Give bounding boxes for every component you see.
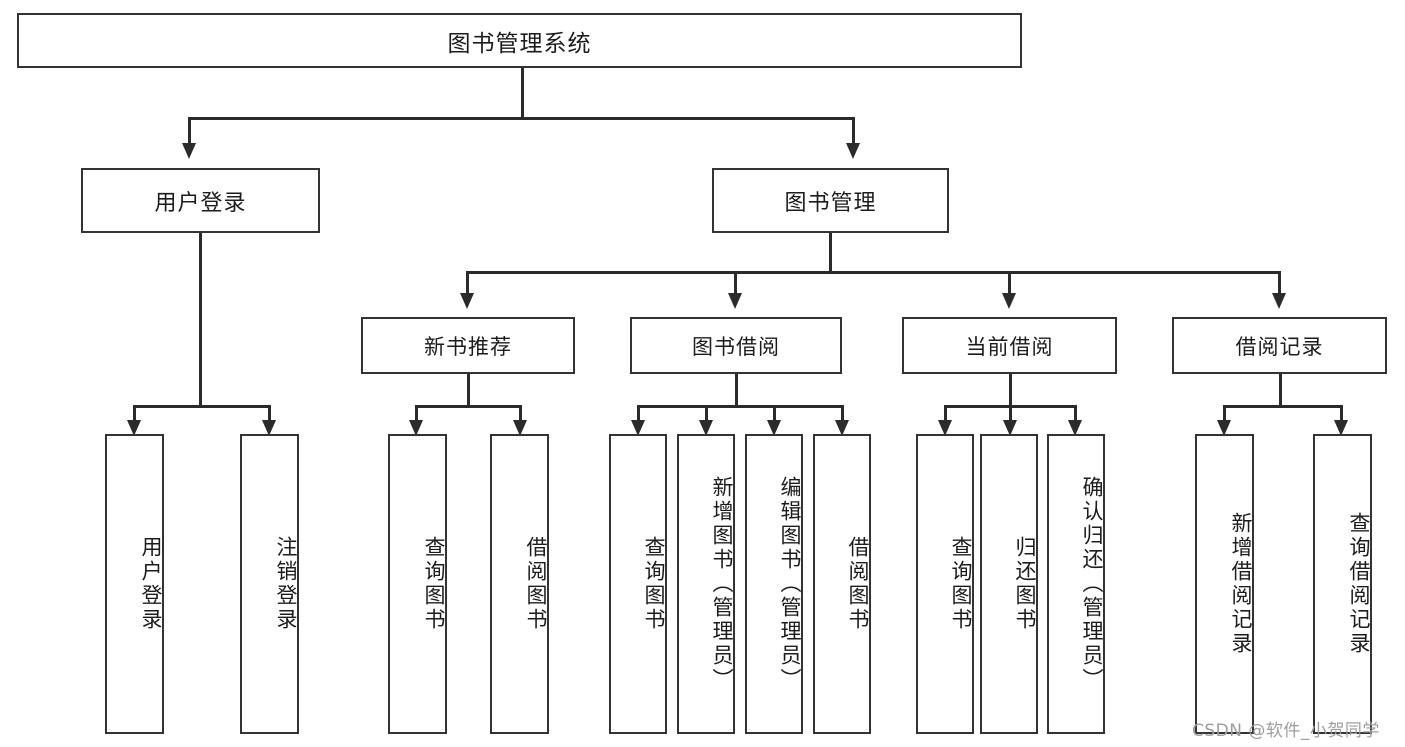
connector-level3-drop-2	[734, 271, 737, 296]
connector-borrow-drop-1	[637, 405, 640, 423]
leaf-query-book-current[interactable]: 查询图书	[916, 434, 974, 734]
node-root-system[interactable]: 图书管理系统	[17, 13, 1022, 68]
node-label: 借阅记录	[1235, 334, 1324, 359]
node-user-login[interactable]: 用户登录	[81, 168, 320, 233]
node-label: 新增借阅记录	[1229, 512, 1253, 656]
connector-borrow-drop-4	[841, 405, 844, 423]
connector-level3-drop-3	[1008, 271, 1011, 296]
node-label: 确认归还（管理员）	[1080, 476, 1104, 692]
arrow-to-leaf-add-record	[1217, 420, 1231, 436]
leaf-logout[interactable]: 注销登录	[240, 434, 299, 734]
connector-current-stem	[1009, 374, 1012, 408]
leaf-borrow-book[interactable]: 借阅图书	[813, 434, 871, 734]
connector-record-drop-2	[1340, 405, 1343, 423]
leaf-query-book-borrow[interactable]: 查询图书	[609, 434, 667, 734]
node-label: 图书借阅	[692, 334, 780, 359]
connector-user-login-drop-2	[268, 405, 271, 423]
connector-recommend-drop-1	[415, 405, 418, 423]
arrow-to-leaf-query-book-1	[409, 420, 423, 436]
connector-borrow-drop-3	[773, 405, 776, 423]
node-label: 借阅图书	[524, 536, 548, 632]
node-current-borrow[interactable]: 当前借阅	[902, 317, 1117, 374]
connector-level3-drop-1	[466, 271, 469, 296]
node-label: 归还图书	[1013, 536, 1037, 632]
node-book-borrow[interactable]: 图书借阅	[630, 317, 842, 374]
arrow-to-leaf-logout	[262, 420, 276, 436]
connector-user-login-stem	[199, 233, 202, 408]
arrow-to-leaf-edit-book	[767, 420, 781, 436]
node-label: 新书推荐	[424, 334, 512, 359]
arrow-to-leaf-query-book-3	[938, 420, 952, 436]
leaf-query-borrow-record[interactable]: 查询借阅记录	[1313, 434, 1372, 734]
leaf-add-borrow-record[interactable]: 新增借阅记录	[1195, 434, 1254, 734]
arrow-to-leaf-query-record	[1334, 420, 1348, 436]
connector-recommend-bar	[415, 405, 522, 408]
arrow-to-new-book-recommend	[460, 293, 474, 309]
node-new-book-recommend[interactable]: 新书推荐	[361, 317, 575, 374]
connector-current-drop-1	[944, 405, 947, 423]
arrow-to-leaf-add-book	[699, 420, 713, 436]
connector-level3-drop-4	[1278, 271, 1281, 296]
node-label: 当前借阅	[965, 334, 1054, 359]
arrow-to-book-borrow	[728, 293, 742, 309]
connector-recommend-stem	[467, 374, 470, 408]
arrow-to-leaf-user-login	[127, 420, 141, 436]
connector-book-management-stem	[829, 233, 832, 273]
node-label: 用户登录	[154, 190, 247, 216]
arrow-to-borrow-record	[1272, 293, 1286, 309]
connector-borrow-drop-2	[705, 405, 708, 423]
connector-record-bar	[1223, 405, 1341, 408]
leaf-edit-book-admin[interactable]: 编辑图书（管理员）	[745, 434, 803, 734]
node-borrow-record[interactable]: 借阅记录	[1172, 317, 1387, 374]
arrow-to-user-login	[182, 143, 196, 159]
arrow-to-current-borrow	[1002, 293, 1016, 309]
connector-record-stem	[1279, 374, 1282, 408]
node-label: 查询图书	[642, 536, 666, 632]
connector-recommend-drop-2	[519, 405, 522, 423]
connector-root-stem	[521, 68, 524, 118]
arrow-to-leaf-borrow-book-2	[835, 420, 849, 436]
node-label: 用户登录	[139, 536, 163, 632]
arrow-to-leaf-borrow-book-1	[513, 420, 527, 436]
node-label: 查询图书	[949, 536, 973, 632]
connector-level2-drop-left	[188, 117, 191, 145]
leaf-borrow-book-recommend[interactable]: 借阅图书	[490, 434, 549, 734]
connector-user-login-drop-1	[133, 405, 136, 423]
connector-level2-drop-right	[852, 117, 855, 145]
node-label: 图书管理	[784, 190, 877, 216]
leaf-return-book[interactable]: 归还图书	[980, 434, 1038, 734]
node-label: 查询借阅记录	[1347, 512, 1371, 656]
node-label: 借阅图书	[846, 536, 870, 632]
connector-current-drop-3	[1074, 405, 1077, 423]
arrow-to-leaf-confirm-return	[1068, 420, 1082, 436]
arrow-to-book-management	[846, 143, 860, 159]
arrow-to-leaf-query-book-2	[631, 420, 645, 436]
node-label: 注销登录	[274, 536, 298, 632]
leaf-confirm-return-admin[interactable]: 确认归还（管理员）	[1047, 434, 1105, 734]
node-label: 编辑图书（管理员）	[778, 476, 802, 692]
arrow-to-leaf-return-book	[1003, 420, 1017, 436]
connector-record-drop-1	[1223, 405, 1226, 423]
connector-user-login-bar	[133, 405, 271, 408]
node-label: 查询图书	[422, 536, 446, 632]
leaf-add-book-admin[interactable]: 新增图书（管理员）	[677, 434, 735, 734]
connector-borrow-stem	[735, 374, 738, 408]
connector-level3-bar	[466, 271, 1280, 274]
connector-current-drop-2	[1009, 405, 1012, 423]
watermark-credit: CSDN @软件_小贺同学	[1192, 721, 1380, 741]
node-label: 图书管理系统	[447, 30, 592, 57]
leaf-query-book-recommend[interactable]: 查询图书	[388, 434, 447, 734]
connector-level2-bar	[188, 117, 854, 120]
node-label: 新增图书（管理员）	[710, 476, 734, 692]
leaf-user-login[interactable]: 用户登录	[105, 434, 164, 734]
node-book-management[interactable]: 图书管理	[712, 168, 949, 233]
connector-borrow-bar	[637, 405, 843, 408]
